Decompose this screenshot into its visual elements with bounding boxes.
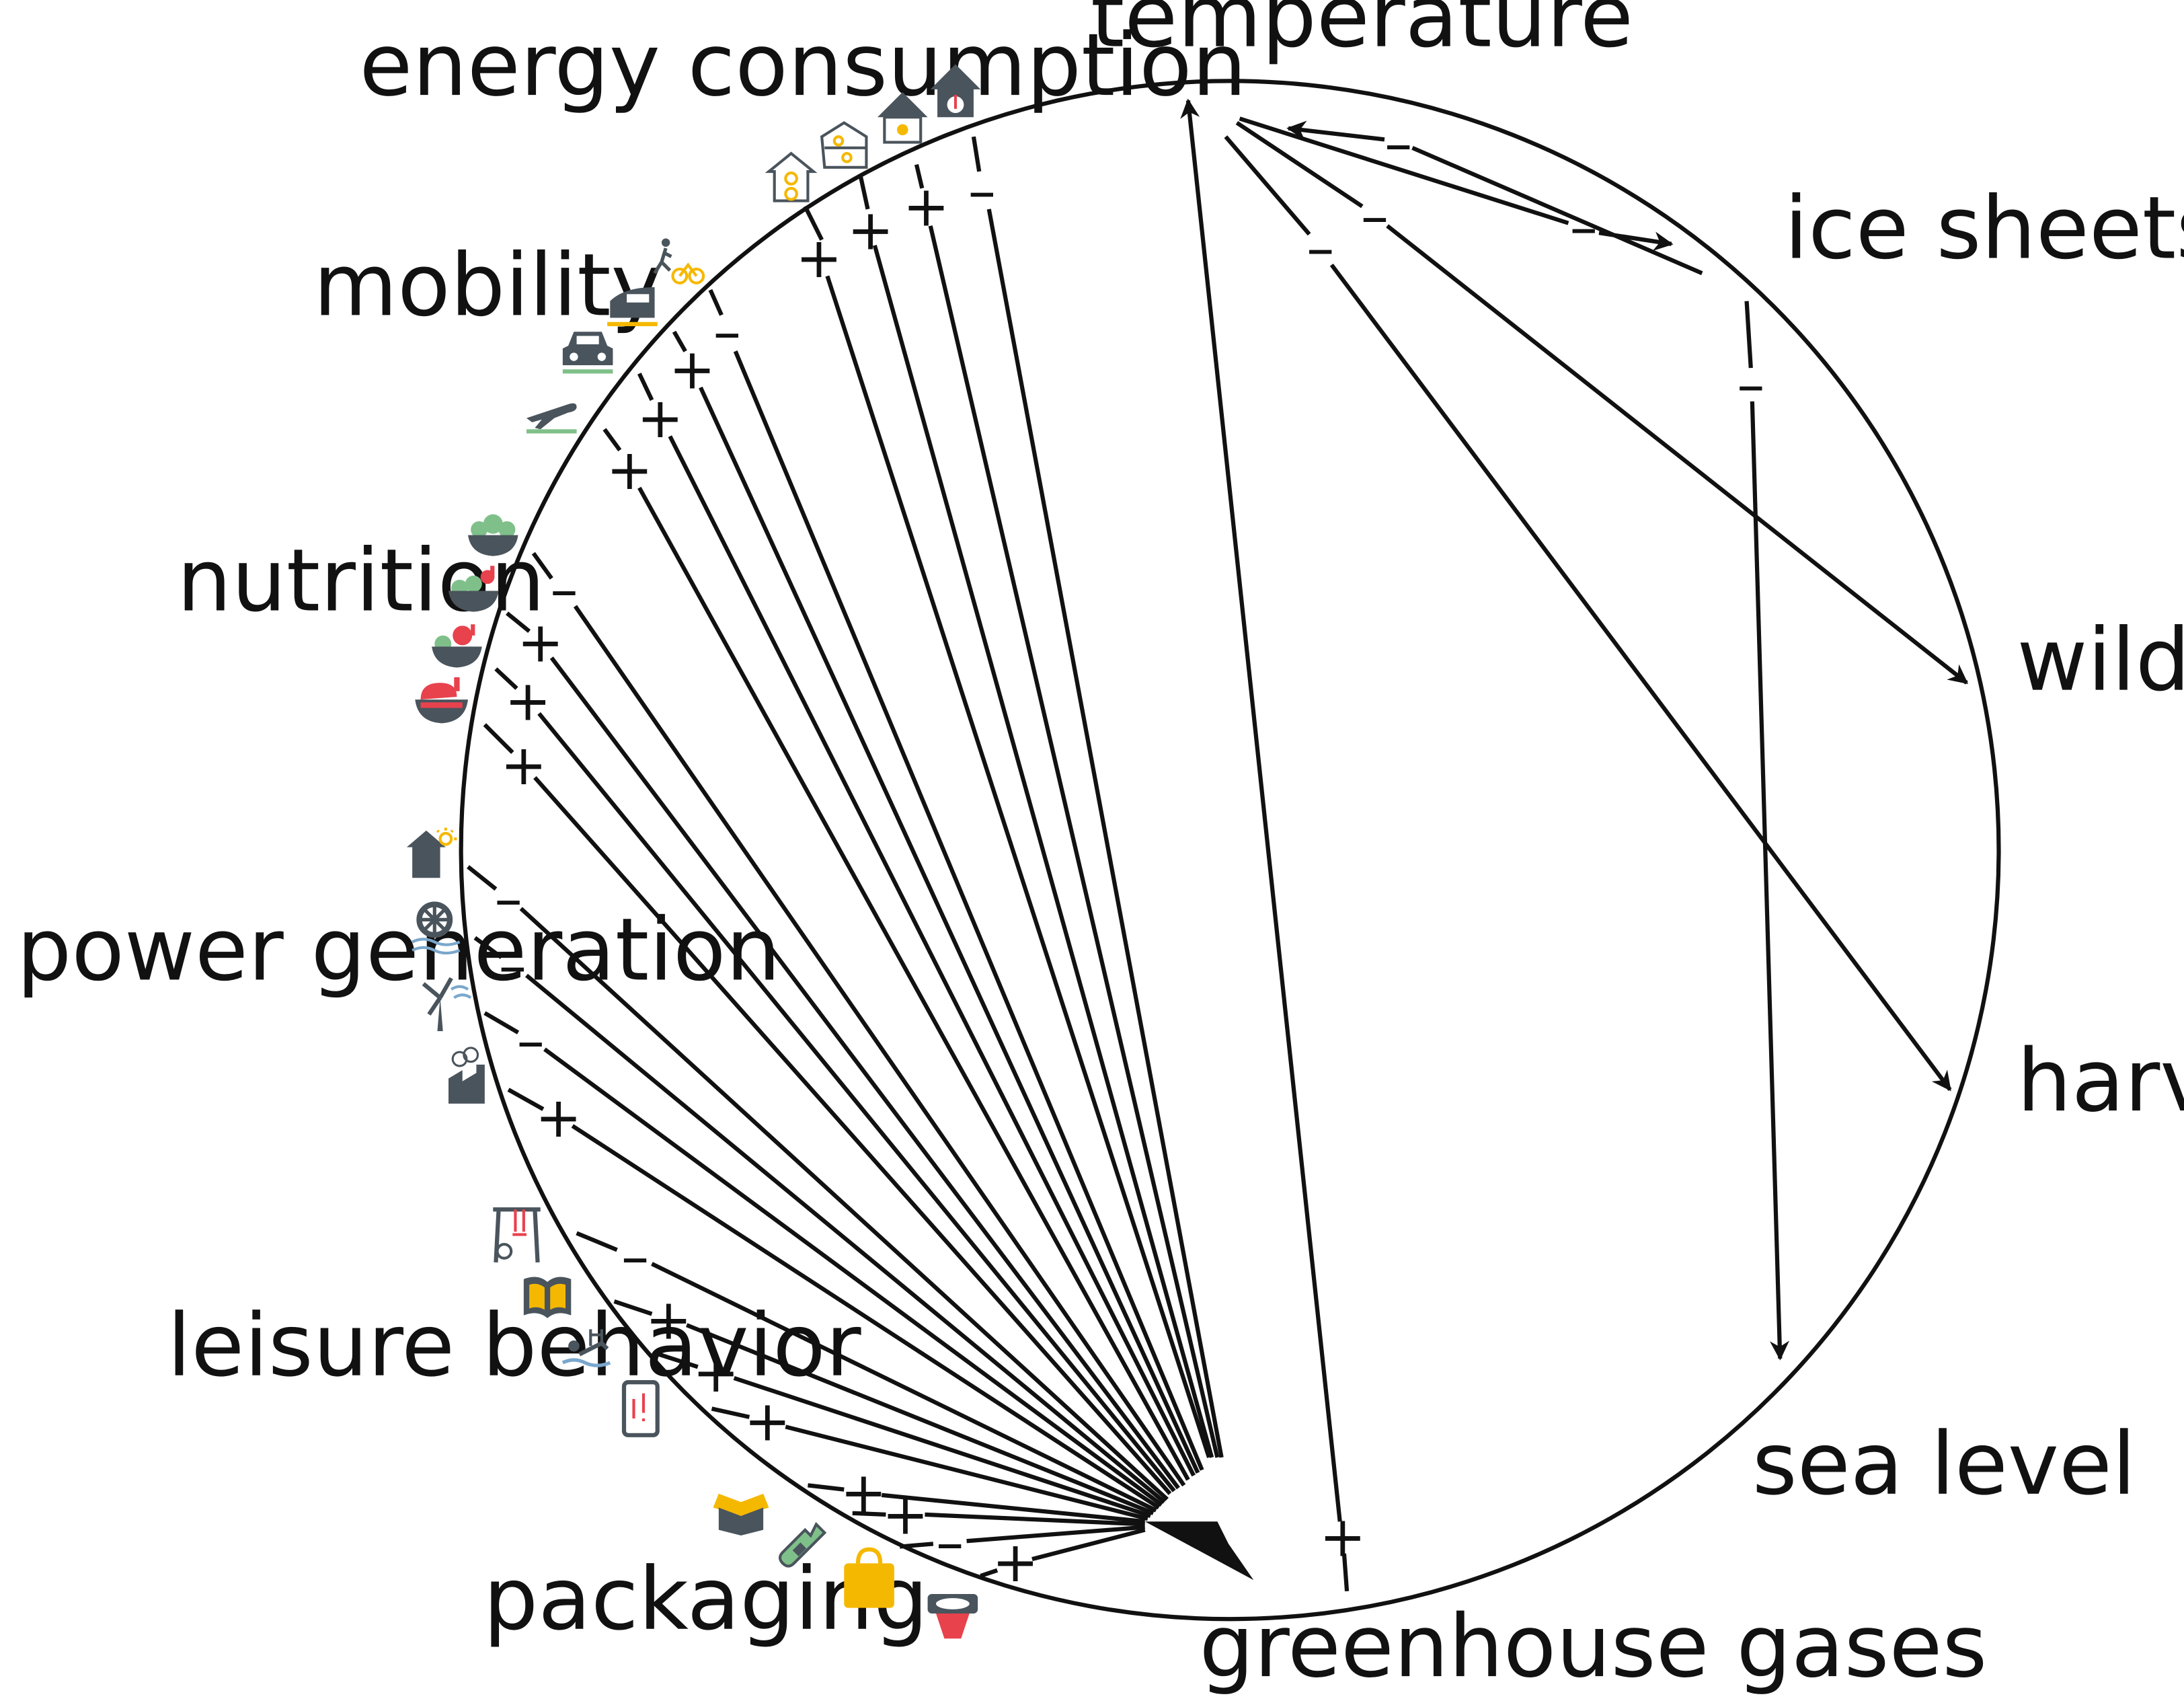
sign-label: + [795,225,842,291]
salad-bowl-icon [468,514,518,556]
link-solar-house: – [467,865,1169,1501]
link-meat-bowl: + [483,723,1172,1495]
icons-layer [406,64,981,1639]
house-bulb-outline-icon [765,151,818,202]
link-salad-bowl: – [531,552,1186,1487]
sign-label: – [517,1008,545,1073]
link-temperature-to-wildlife: – [1235,120,1969,685]
sign-label: – [936,1510,964,1575]
link-walking-cycling: – [708,289,1204,1471]
walking-cycling-icon [653,238,705,284]
car-icon [562,332,613,374]
link-ice-sheets-to-sea-level: – [1737,301,1790,1361]
outcome-label-greenhouse-gases: greenhouse gases [1200,1597,1988,1697]
sign-label: + [992,1529,1038,1595]
link-house-bulb: + [903,163,1220,1458]
hydro-wheel-icon [412,901,461,955]
link-swimming: + [654,1340,1151,1518]
sign-label: + [607,437,653,502]
sign-label: + [693,1340,739,1405]
playground-swing-icon [493,1207,541,1263]
link-salad-meat-bowl: + [506,610,1180,1490]
mixed-bowl-icon [432,624,482,668]
sign-label: – [713,299,741,365]
category-label-leisure-behavior: leisure behavior [167,1296,861,1396]
solar-house-icon [406,827,457,878]
link-two-storey-house-bulb: + [847,176,1214,1458]
outcome-labels: temperature ice sheets wildlife harvest … [1091,0,2184,1697]
outcome-label-wildlife: wildlife [2017,611,2184,711]
link-airplane: + [602,428,1190,1481]
outcome-label-sea-level: sea level [1752,1414,2136,1515]
airplane-icon [526,403,577,434]
link-mixed-bowl: + [494,667,1176,1492]
sign-label: – [499,933,526,998]
link-car: + [637,373,1196,1477]
greenhouse-gases-hub-arrow [1144,1521,1254,1581]
link-smartphone: + [711,1389,1148,1521]
sign-label: – [968,159,996,224]
link-house-bulb-outline: + [795,205,1211,1458]
link-book: + [613,1287,1155,1515]
sign-label: – [494,866,522,932]
house-bulb-icon [878,91,928,144]
link-temperature-to-harvest: – [1224,135,1952,1092]
factory-smoke-icon [448,1047,485,1104]
cardboard-box-icon [713,1493,769,1535]
sign-label: – [621,1224,649,1289]
smartphone-icon [621,1380,660,1437]
category-label-power-generation: power generation [17,900,781,1000]
category-labels: energy consumption mobility nutrition po… [17,15,1247,1650]
glass-bottle-icon [778,1521,827,1568]
shopping-bag-icon [844,1547,894,1608]
sign-label: + [882,1482,929,1547]
outcome-label-temperature: temperature [1091,0,1633,67]
sign-label: + [1319,1505,1366,1570]
link-glass-bottle: + [852,1482,1145,1547]
sign-label: + [744,1389,791,1454]
system-boundary-circle [459,79,2001,1622]
sign-label: + [517,610,563,675]
link-hydro-wheel: – [473,933,1166,1504]
house-thermometer-icon [930,64,981,118]
link-shopping-bag: – [899,1510,1145,1575]
link-house-thermometer: – [968,136,1224,1458]
sign-label: – [1306,215,1334,280]
takeaway-cup-icon [927,1593,978,1639]
swimming-icon [561,1329,611,1367]
link-temperature-to-ice-sheets: – [1239,116,1674,260]
outcome-label-harvest: harvest [2017,1031,2184,1131]
link-greenhouse-to-temperature: + [1180,98,1366,1592]
sign-label: + [500,732,547,798]
link-ice-sheets-to-temperature: – [1286,111,1703,276]
link-factory-smoke: + [507,1085,1161,1510]
category-label-mobility: mobility [313,235,662,336]
sign-label: + [504,669,551,734]
sign-label: – [1384,111,1412,176]
link-wind-turbine: – [483,1008,1163,1507]
link-takeaway-cup: + [980,1527,1146,1595]
meat-bowl-icon [415,677,468,724]
salad-meat-bowl-icon [448,566,499,612]
wind-turbine-icon [422,977,472,1032]
sign-label: + [903,174,949,239]
sign-label: + [669,337,715,402]
book-icon [523,1277,572,1318]
sign-label: + [535,1085,582,1150]
link-train: + [669,330,1200,1474]
links-layer: + + + – – + + + [467,98,1969,1595]
category-label-energy-consumption: energy consumption [359,15,1247,116]
sign-label: + [637,385,683,451]
sign-label: – [1361,184,1389,249]
sign-label: + [646,1287,692,1352]
sign-label: – [550,557,578,622]
sign-label: + [847,198,894,263]
train-icon [607,287,658,326]
link-playground-swing: – [576,1224,1157,1513]
sign-label: – [1737,352,1764,417]
two-storey-house-bulb-icon [820,121,868,169]
outcome-label-ice-sheets: ice sheets [1785,178,2184,278]
